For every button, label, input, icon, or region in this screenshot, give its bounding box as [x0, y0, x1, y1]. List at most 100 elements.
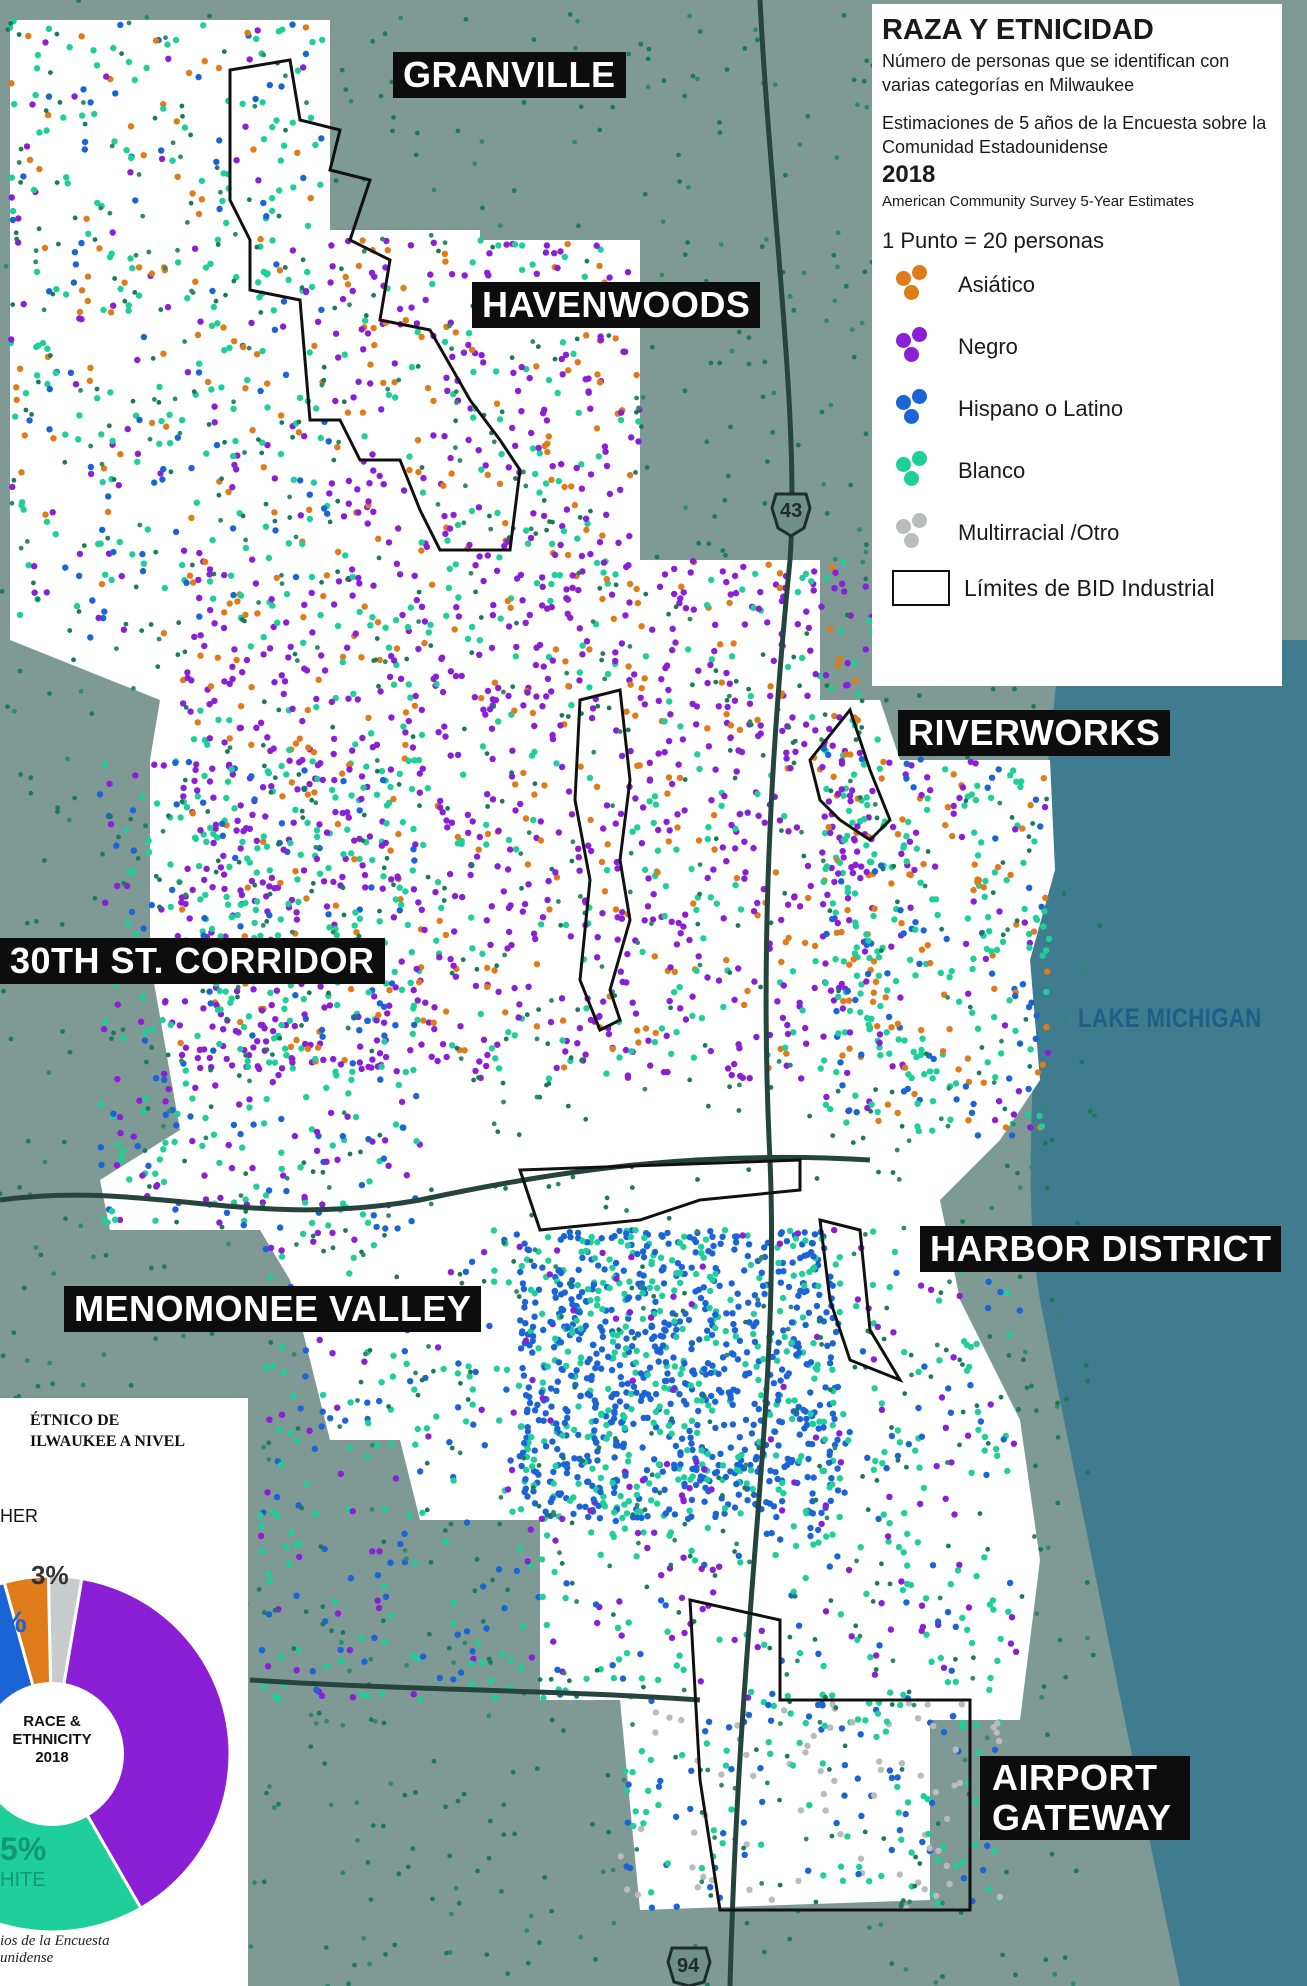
population-dot — [796, 999, 803, 1006]
population-dot — [377, 908, 382, 914]
population-dot — [276, 187, 283, 194]
population-dot — [593, 1302, 601, 1309]
population-dot — [519, 908, 526, 915]
population-dot — [898, 850, 905, 857]
population-dot — [337, 1646, 344, 1654]
population-dot — [380, 1583, 388, 1590]
population-dot — [830, 773, 837, 780]
population-dot — [148, 419, 156, 427]
population-dot — [362, 884, 369, 891]
population-dot — [418, 547, 425, 554]
population-dot — [30, 186, 38, 194]
population-dot — [1027, 801, 1034, 809]
population-dot — [792, 748, 799, 755]
population-dot — [52, 531, 59, 538]
population-dot — [752, 570, 759, 578]
population-dot — [455, 1798, 461, 1804]
population-dot — [399, 611, 406, 619]
population-dot — [484, 830, 492, 838]
population-dot — [826, 725, 833, 733]
population-dot — [252, 906, 260, 914]
population-dot — [344, 644, 351, 651]
population-dot — [617, 486, 624, 493]
population-dot — [712, 1398, 719, 1405]
population-dot — [899, 1767, 905, 1772]
population-dot — [293, 1592, 300, 1599]
population-dot — [682, 911, 689, 918]
population-dot — [750, 1330, 757, 1338]
population-dot — [44, 345, 51, 352]
population-dot — [858, 863, 865, 870]
population-dot — [529, 1463, 536, 1470]
population-dot — [560, 1233, 568, 1240]
population-dot — [829, 900, 837, 907]
population-dot — [299, 540, 306, 548]
population-dot — [436, 954, 443, 961]
population-dot — [889, 1063, 896, 1070]
population-dot — [727, 722, 735, 729]
population-dot — [767, 1717, 775, 1724]
population-dot — [262, 813, 269, 820]
population-dot — [387, 1612, 395, 1619]
population-dot — [259, 784, 267, 791]
population-dot — [939, 1843, 947, 1850]
population-dot — [562, 351, 570, 358]
population-dot — [575, 1431, 582, 1439]
population-dot — [662, 664, 669, 672]
population-dot — [601, 1266, 608, 1273]
population-dot — [428, 581, 436, 588]
population-dot — [217, 1006, 224, 1013]
population-dot — [461, 1047, 468, 1054]
population-dot — [984, 784, 991, 791]
population-dot — [323, 903, 331, 910]
population-dot — [720, 1003, 727, 1011]
population-dot — [192, 278, 199, 285]
population-dot — [386, 1213, 391, 1218]
population-dot — [524, 689, 531, 696]
population-dot — [559, 1017, 567, 1024]
population-dot — [779, 1014, 787, 1022]
population-dot — [258, 1522, 265, 1530]
population-dot — [830, 997, 838, 1004]
population-dot — [189, 579, 197, 586]
population-dot — [846, 917, 853, 924]
population-dot — [630, 1420, 637, 1428]
population-dot — [911, 1090, 918, 1098]
population-dot — [306, 349, 313, 356]
population-dot — [539, 1310, 546, 1318]
population-dot — [538, 1515, 545, 1523]
population-dot — [299, 1230, 307, 1238]
population-dot — [710, 1242, 717, 1250]
population-dot — [643, 1808, 650, 1816]
population-dot — [323, 572, 331, 579]
population-dot — [546, 906, 553, 913]
population-dot — [862, 646, 869, 653]
population-dot — [880, 758, 887, 766]
population-dot — [894, 1427, 902, 1434]
population-dot — [687, 1382, 694, 1389]
population-dot — [110, 44, 117, 52]
population-dot — [750, 1323, 757, 1330]
population-dot — [596, 262, 603, 270]
population-dot — [227, 999, 234, 1006]
population-dot — [631, 671, 638, 678]
population-dot — [533, 1469, 540, 1476]
population-dot — [875, 972, 883, 979]
population-dot — [535, 1417, 543, 1424]
population-dot — [624, 1458, 632, 1465]
population-dot — [323, 1663, 331, 1670]
population-dot — [870, 1320, 877, 1327]
population-dot — [410, 1652, 417, 1659]
population-dot — [213, 441, 221, 449]
population-dot — [825, 751, 832, 759]
population-dot — [929, 1075, 936, 1082]
population-dot — [106, 780, 113, 788]
population-dot — [533, 363, 540, 370]
population-dot — [413, 1138, 420, 1145]
population-dot — [342, 273, 349, 281]
population-dot — [620, 1440, 628, 1448]
population-dot — [652, 1029, 659, 1037]
population-dot — [949, 832, 956, 840]
population-dot — [649, 626, 656, 633]
population-dot — [750, 1491, 758, 1499]
